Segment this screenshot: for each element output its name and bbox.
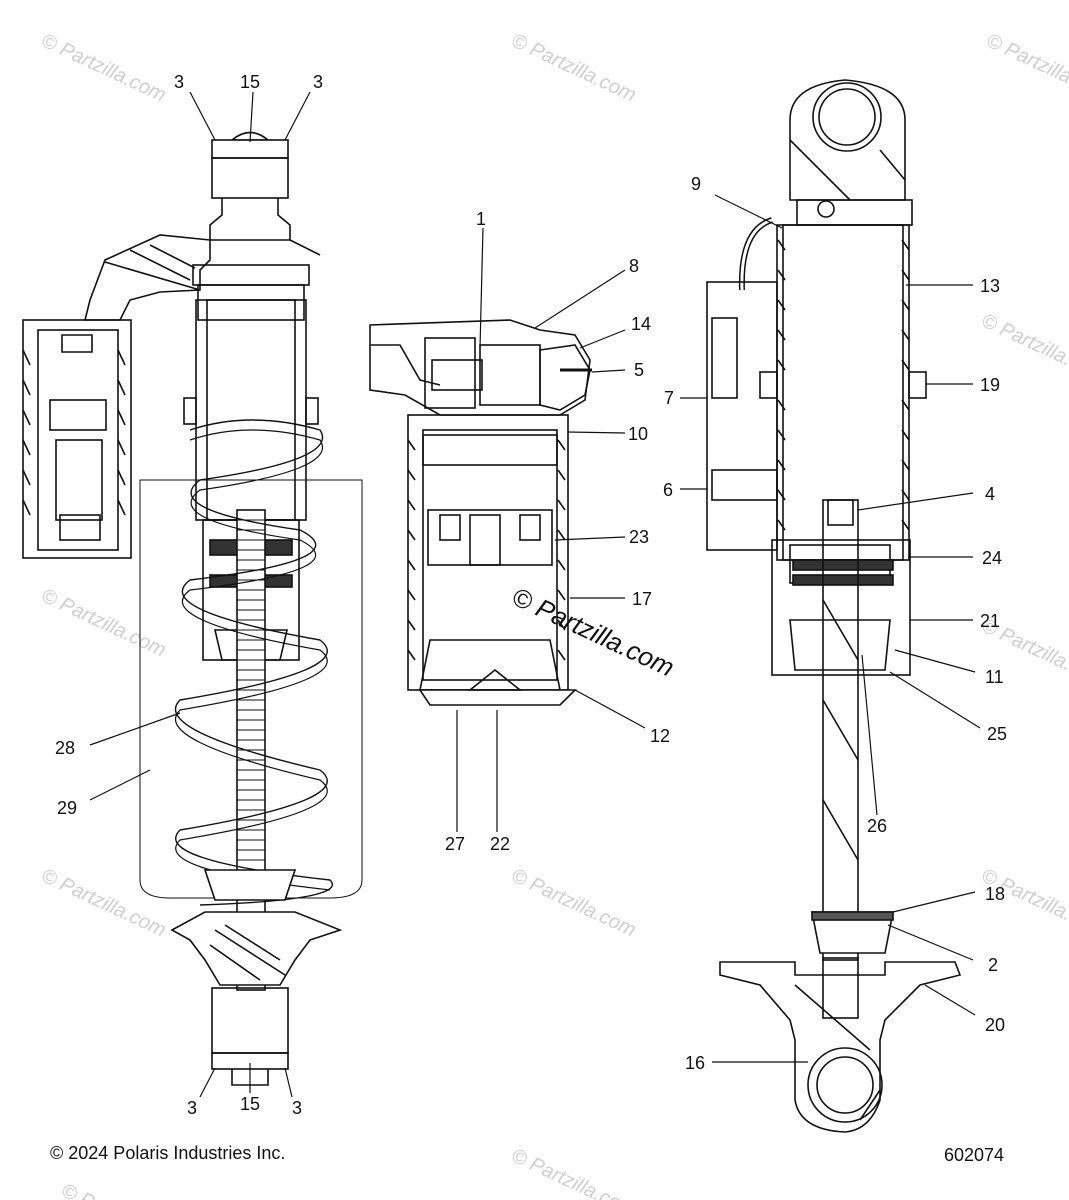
callout: 14 — [631, 314, 651, 334]
callout: 13 — [980, 276, 1000, 296]
callout: 9 — [691, 174, 701, 194]
callout: 28 — [55, 738, 75, 758]
diagram-id: 602074 — [944, 1145, 1005, 1165]
callout: 24 — [982, 548, 1002, 568]
callout: 26 — [867, 816, 887, 836]
callout: 29 — [57, 798, 77, 818]
callout: 3 — [187, 1098, 197, 1118]
callout: 3 — [174, 72, 184, 92]
left-shock-assembly — [22, 131, 363, 1086]
callout: 3 — [313, 72, 323, 92]
callout: 25 — [987, 724, 1007, 744]
callout: 1 — [476, 209, 486, 229]
callout: 16 — [685, 1053, 705, 1073]
callout: 17 — [632, 589, 652, 609]
watermark-center: © Partzilla.com — [507, 581, 678, 682]
callout: 3 — [292, 1098, 302, 1118]
watermark: © Partzilla.com — [508, 1145, 639, 1200]
callout: 15 — [240, 72, 260, 92]
callout: 20 — [985, 1015, 1005, 1035]
watermark: © Partzilla.com — [58, 1180, 189, 1200]
callout: 22 — [490, 834, 510, 854]
callout: 27 — [445, 834, 465, 854]
center-reservoir-assembly — [369, 319, 592, 706]
callout: 10 — [628, 424, 648, 444]
copyright-text: © 2024 Polaris Industries Inc. — [50, 1143, 286, 1163]
watermark: © Partzilla.com — [508, 30, 639, 107]
callout: 6 — [663, 480, 673, 500]
callout: 4 — [985, 484, 995, 504]
callout: 7 — [664, 388, 674, 408]
callout-labels: 3 15 3 28 29 3 15 3 1 8 14 5 10 23 17 12… — [55, 72, 1007, 1118]
callout: 2 — [988, 955, 998, 975]
watermark: © Partzilla.com — [508, 865, 639, 942]
watermark: © Partzilla.com — [38, 30, 169, 107]
callout: 18 — [985, 884, 1005, 904]
callout: 23 — [629, 527, 649, 547]
watermark: © Partzilla.com — [38, 585, 169, 662]
watermark: © Partzilla.com — [983, 30, 1069, 107]
leader-lines — [89, 91, 981, 1098]
callout: 21 — [980, 611, 1000, 631]
callout: 5 — [634, 360, 644, 380]
callout: 19 — [980, 375, 1000, 395]
right-shock-assembly — [706, 79, 962, 1133]
callout: 12 — [650, 726, 670, 746]
callout: 11 — [985, 667, 1004, 687]
callout: 8 — [629, 256, 639, 276]
callout: 15 — [240, 1094, 260, 1114]
watermark: © Partzilla.com — [38, 865, 169, 942]
